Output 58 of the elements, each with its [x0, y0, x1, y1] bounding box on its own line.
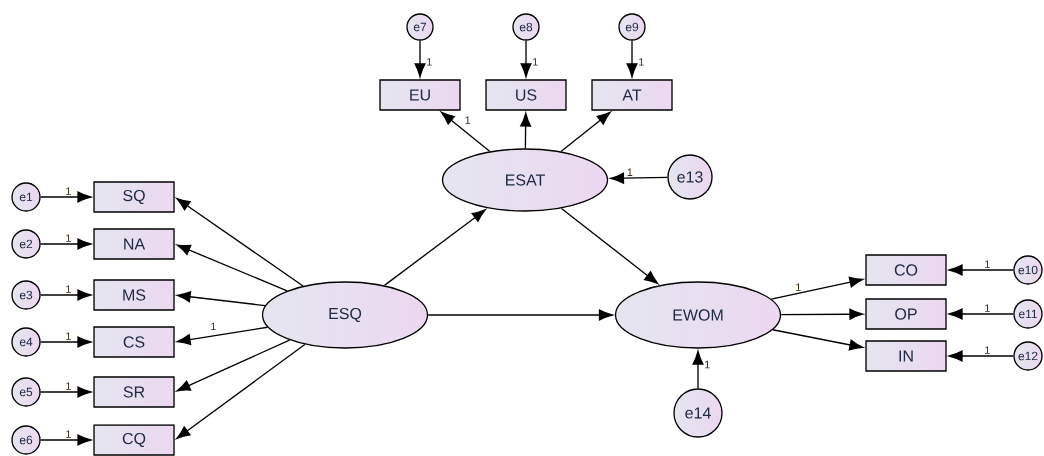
edge-label: 1 [66, 382, 71, 390]
arrow [40, 289, 92, 301]
arrow [770, 276, 864, 300]
edge-label: 1 [66, 332, 71, 340]
edge-label: 1 [66, 187, 71, 195]
observed-variable-box: EU [379, 79, 461, 111]
edge-label: 1 [427, 58, 432, 66]
arrow [40, 386, 92, 398]
arrow [427, 309, 613, 321]
arrow [948, 350, 1014, 362]
observed-variable-box: CO [865, 254, 947, 286]
arrow [40, 238, 92, 250]
edge-label: 1 [533, 58, 538, 66]
edge-label: 1 [796, 283, 801, 291]
arrow [560, 111, 611, 153]
arrow [626, 40, 638, 78]
arrow [40, 434, 92, 446]
edge-label: 1 [66, 234, 71, 242]
arrow [440, 111, 491, 152]
edge-label: 1 [705, 360, 710, 369]
arrow [176, 339, 291, 392]
observed-variable-box: AT [591, 79, 673, 111]
edge-label: 1 [985, 304, 990, 312]
edge-label: 1 [639, 58, 644, 66]
edge-label: 1 [985, 346, 990, 354]
arrow [176, 244, 288, 292]
edge-label: 1 [465, 116, 471, 124]
observed-variable-box: US [485, 79, 567, 111]
observed-variable-box: NA [93, 228, 175, 260]
arrow [772, 329, 864, 351]
arrow [520, 40, 532, 78]
arrow [520, 112, 532, 149]
arrow [176, 197, 304, 287]
arrow [948, 264, 1014, 276]
observed-variable-box: CQ [93, 424, 175, 456]
arrow [383, 209, 486, 287]
observed-variable-box: MS [93, 279, 175, 311]
observed-variable-box: OP [865, 298, 947, 330]
arrow [610, 172, 668, 184]
observed-variable-box: IN [865, 340, 947, 372]
arrow [692, 350, 704, 389]
edge-label: 1 [66, 285, 71, 293]
arrow [40, 191, 92, 203]
edge-label: 1 [985, 260, 990, 268]
arrow [780, 308, 864, 320]
arrow [176, 343, 306, 440]
observed-variable-box: CS [93, 326, 175, 358]
arrow [948, 308, 1014, 320]
observed-variable-box: SR [93, 376, 175, 408]
arrow [414, 40, 426, 78]
arrow [40, 336, 92, 348]
edge-label: 1 [66, 430, 71, 438]
edge-label: 1 [627, 168, 633, 176]
edge-label: 1 [211, 322, 216, 331]
arrow [176, 326, 269, 346]
arrow [560, 207, 659, 285]
observed-variable-box: SQ [93, 181, 175, 213]
arrow [176, 291, 266, 307]
